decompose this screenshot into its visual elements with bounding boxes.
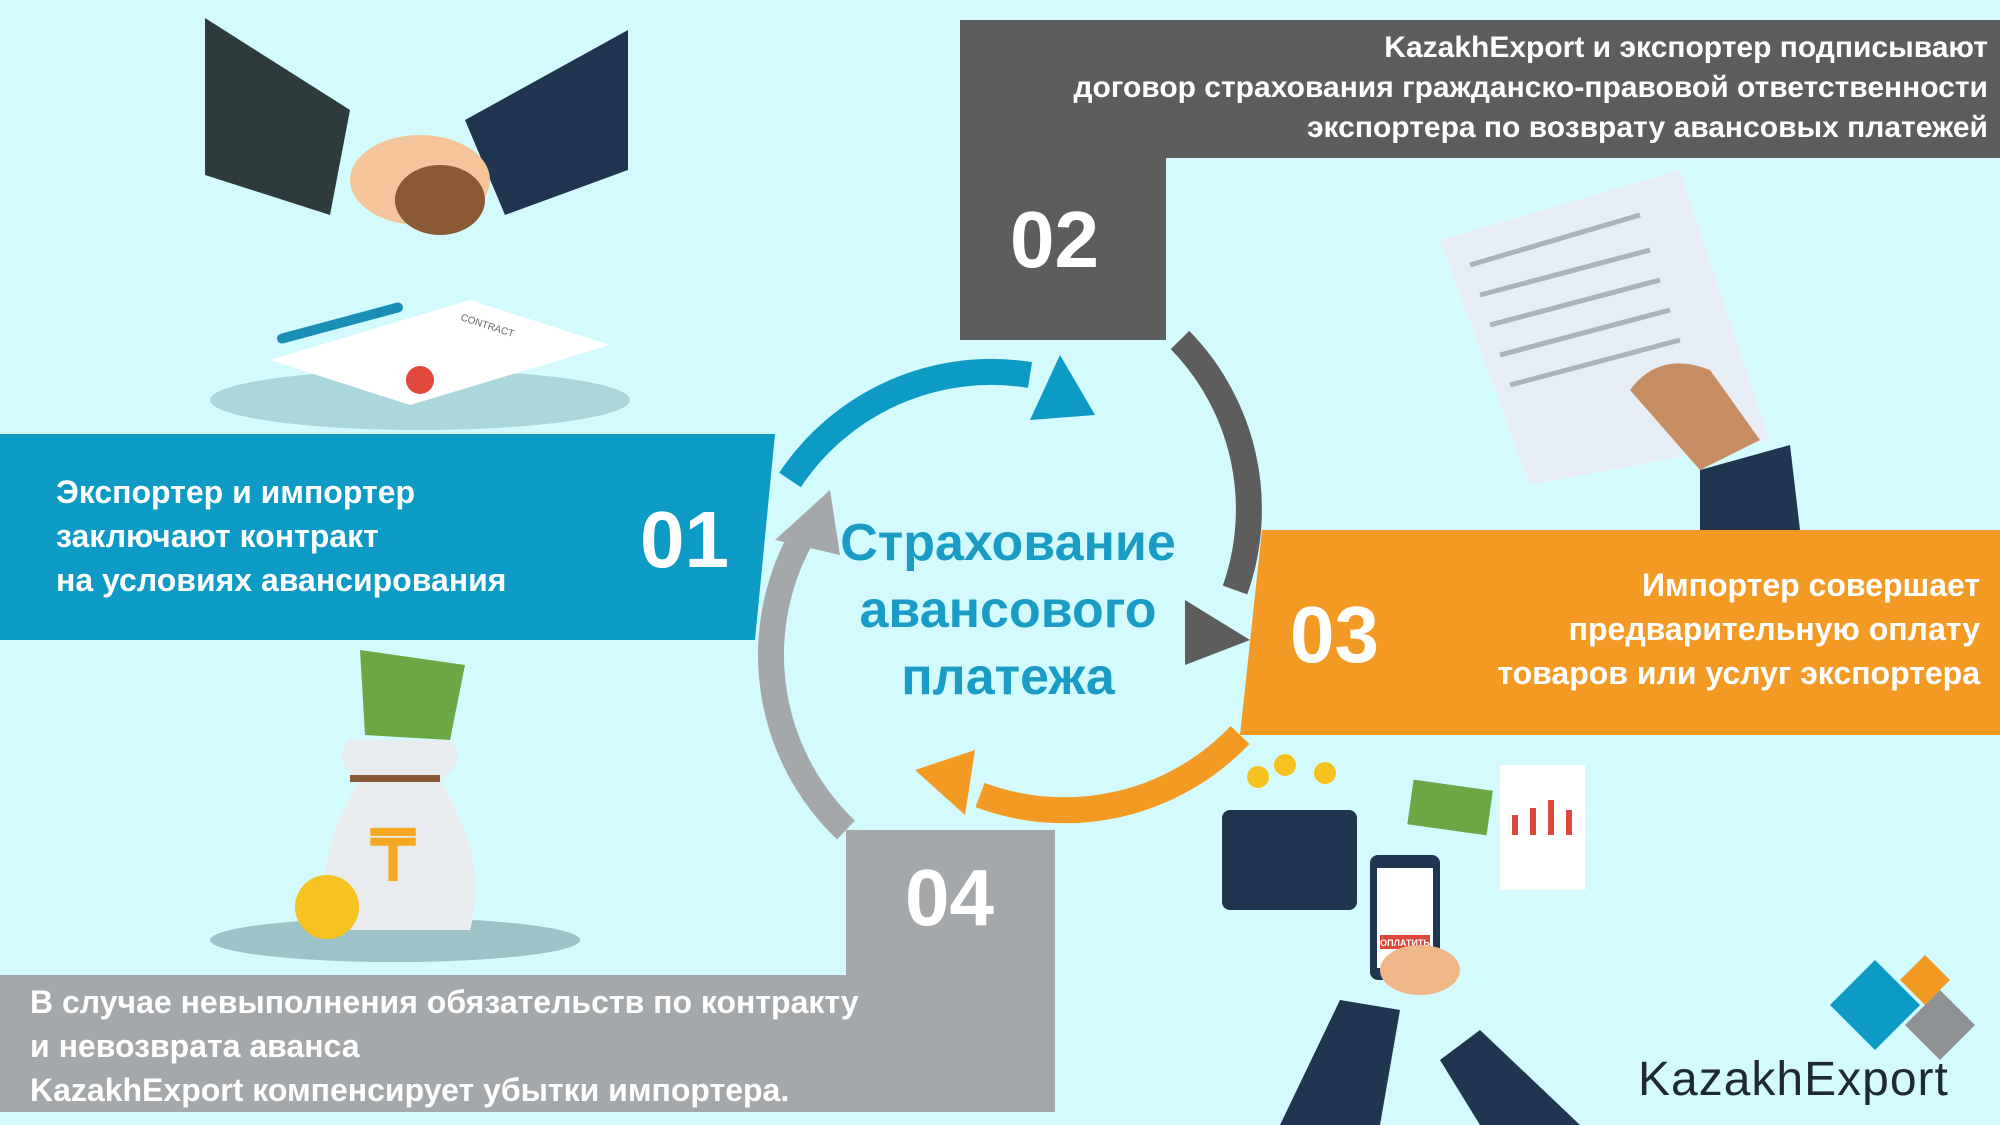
money-bag-illustration: ₸ <box>210 650 580 962</box>
step-02-text: KazakhExport и экспортер подписывают дог… <box>960 28 1988 148</box>
arrow-orange-head <box>915 750 975 815</box>
step-02-band <box>960 20 2000 340</box>
step-04-number: 04 <box>905 853 994 942</box>
arrow-blue <box>779 358 1033 488</box>
step-02-line: KazakhExport и экспортер подписывают <box>1384 31 1988 64</box>
arrow-dark-head <box>1185 600 1250 665</box>
arrow-blue-head <box>1030 355 1095 420</box>
step-01-line: Экспортер и импортер <box>56 474 415 510</box>
step-03-text: Импортер совершает предварительную оплат… <box>1400 563 1980 695</box>
center-title-line: платежа <box>901 648 1115 706</box>
step-04-line: KazakhExport компенсирует убытки импорте… <box>30 1072 790 1108</box>
center-title: Страхование авансового платежа <box>808 510 1208 711</box>
step-02-number: 02 <box>1010 195 1099 284</box>
step-01-line: на условиях авансирования <box>56 562 507 598</box>
arrow-dark <box>1170 330 1262 595</box>
signing-document-illustration <box>1440 170 1800 530</box>
bag-currency: ₸ <box>370 817 416 895</box>
center-title-line: авансового <box>859 581 1157 639</box>
step-01-band <box>0 434 775 640</box>
step-04-text: В случае невыполнения обязательств по ко… <box>30 980 859 1112</box>
step-04-band <box>0 830 1055 1112</box>
payment-illustration: ОПЛАТИТЬ <box>1222 754 1585 1125</box>
step-02-line: экспортера по возврату авансовых платеже… <box>1306 111 1988 144</box>
handshake-illustration <box>205 18 628 235</box>
contract-illustration: CONTRACT <box>210 300 630 430</box>
step-03-line: Импортер совершает <box>1641 567 1980 603</box>
step-01-number: 01 <box>640 495 729 584</box>
logo-text: KazakhExport <box>1638 1053 1949 1106</box>
center-title-line: Страхование <box>840 514 1176 572</box>
step-03-band <box>1240 530 2000 735</box>
step-03-line: предварительную оплату <box>1568 611 1980 647</box>
arrow-gray <box>758 533 855 840</box>
step-04-line: и невозврата аванса <box>30 1028 360 1064</box>
step-03-number: 03 <box>1290 590 1379 679</box>
arrow-orange <box>975 725 1250 824</box>
step-01-line: заключают контракт <box>56 518 379 554</box>
arrow-gray-head <box>775 490 840 555</box>
cycle-arrows <box>758 330 1262 840</box>
logo-mark <box>1830 955 1975 1060</box>
step-04-line: В случае невыполнения обязательств по ко… <box>30 984 859 1020</box>
step-01-text: Экспортер и импортер заключают контракт … <box>56 470 506 602</box>
step-02-line: договор страхования гражданско-правовой … <box>1073 71 1988 104</box>
step-03-line: товаров или услуг экспортера <box>1497 655 1980 691</box>
pay-button-label: ОПЛАТИТЬ <box>1380 938 1430 948</box>
